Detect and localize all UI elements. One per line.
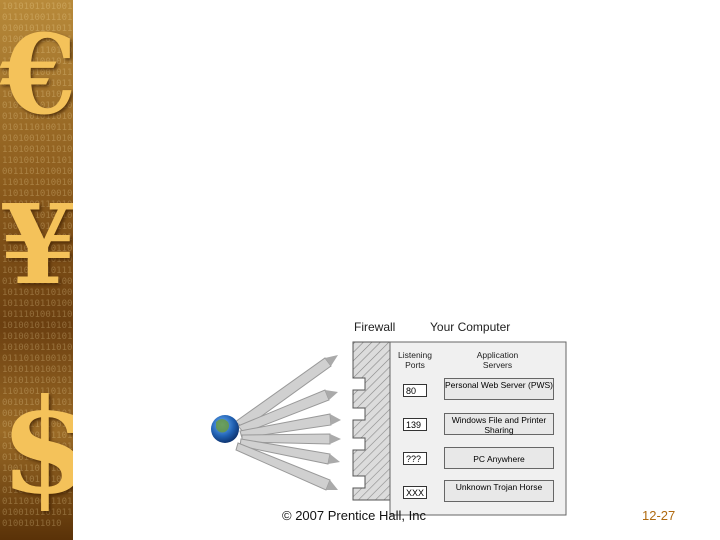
page-number: 12-27: [642, 508, 676, 523]
yen-icon: ¥: [0, 180, 73, 309]
firewall-label: Firewall: [354, 320, 396, 334]
firewall-diagram: Firewall Your Computer Listening Ports A…: [200, 310, 580, 520]
port-xxx: XXX: [403, 486, 427, 499]
server-file-sharing: Windows File and Printer Sharing: [444, 413, 554, 435]
application-servers-header: Application Servers: [476, 350, 519, 370]
binary-texture: 1010101101001011101001110101001011010110…: [2, 2, 73, 529]
firewall-wall: [352, 341, 391, 501]
port-80: 80: [403, 384, 427, 397]
dollar-icon: $: [0, 370, 73, 523]
server-pws: Personal Web Server (PWS): [444, 378, 554, 400]
connection-arrows: [234, 355, 341, 491]
computer-label: Your Computer: [430, 320, 511, 334]
port-unknown: ???: [403, 452, 427, 465]
listening-ports-header: Listening Ports: [397, 350, 433, 370]
copyright-text: © 2007 Prentice Hall, Inc: [282, 508, 426, 523]
euro-icon: €: [0, 10, 73, 139]
server-trojan: Unknown Trojan Horse: [444, 480, 554, 502]
port-139: 139: [403, 418, 427, 431]
server-pc-anywhere: PC Anywhere: [444, 447, 554, 469]
decorative-sidebar: 1010101101001011101001110101001011010110…: [0, 0, 73, 540]
